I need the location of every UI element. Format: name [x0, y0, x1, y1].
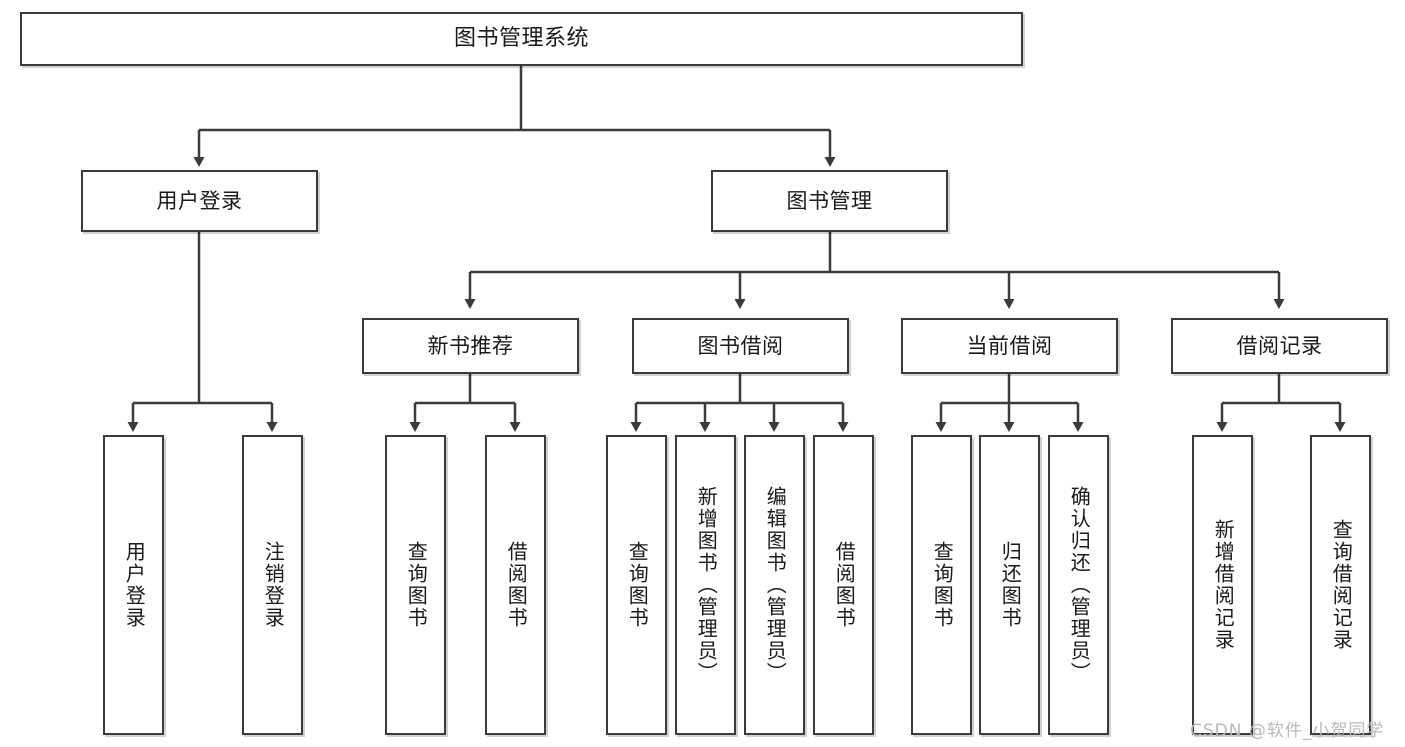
node-label: 查询图书 [404, 541, 429, 629]
node-label: 借阅图书 [832, 541, 857, 629]
leaf-query-books-borrow[interactable]: 查询图书 [606, 435, 667, 735]
node-new-book-recommend[interactable]: 新书推荐 [362, 318, 579, 374]
node-label: 图书借阅 [697, 333, 784, 358]
leaf-query-books-new[interactable]: 查询图书 [385, 435, 446, 735]
node-label: 确认归还（管理员） [1067, 486, 1092, 684]
node-label: 图书管理 [786, 188, 873, 213]
leaf-add-borrow-record[interactable]: 新增借阅记录 [1192, 435, 1253, 735]
leaf-add-book-admin[interactable]: 新增图书（管理员） [675, 435, 736, 735]
node-label: 借阅图书 [504, 541, 529, 629]
leaf-query-borrow-record[interactable]: 查询借阅记录 [1310, 435, 1371, 735]
node-label: 当前借阅 [966, 333, 1053, 358]
csdn-watermark: CSDN @软件_小贺同学 [1190, 721, 1385, 741]
leaf-borrow-book[interactable]: 借阅图书 [813, 435, 874, 735]
node-book-management[interactable]: 图书管理 [711, 170, 948, 232]
node-current-borrow[interactable]: 当前借阅 [901, 318, 1118, 374]
node-label: 归还图书 [998, 541, 1023, 629]
leaf-logout[interactable]: 注销登录 [242, 435, 303, 735]
node-label: 新增图书（管理员） [694, 486, 719, 684]
leaf-confirm-return-admin[interactable]: 确认归还（管理员） [1048, 435, 1109, 735]
node-label: 新书推荐 [427, 333, 514, 358]
node-label: 借阅记录 [1236, 333, 1323, 358]
node-label: 用户登录 [122, 541, 147, 629]
node-label: 查询借阅记录 [1329, 519, 1354, 651]
leaf-return-book[interactable]: 归还图书 [979, 435, 1040, 735]
leaf-edit-book-admin[interactable]: 编辑图书（管理员） [744, 435, 805, 735]
leaf-borrow-books-new[interactable]: 借阅图书 [485, 435, 546, 735]
node-label: 用户登录 [156, 188, 243, 213]
node-label: 编辑图书（管理员） [763, 486, 788, 684]
node-borrow-records[interactable]: 借阅记录 [1171, 318, 1388, 374]
node-label: 查询图书 [625, 541, 650, 629]
leaf-query-books-current[interactable]: 查询图书 [911, 435, 972, 735]
node-label: 注销登录 [261, 541, 286, 629]
node-label: 查询图书 [930, 541, 955, 629]
leaf-user-login[interactable]: 用户登录 [103, 435, 164, 735]
node-book-borrow[interactable]: 图书借阅 [632, 318, 849, 374]
node-label: 图书管理系统 [453, 26, 589, 52]
node-label: 新增借阅记录 [1211, 519, 1236, 651]
node-user-login[interactable]: 用户登录 [81, 170, 318, 232]
node-root-system[interactable]: 图书管理系统 [20, 12, 1023, 66]
